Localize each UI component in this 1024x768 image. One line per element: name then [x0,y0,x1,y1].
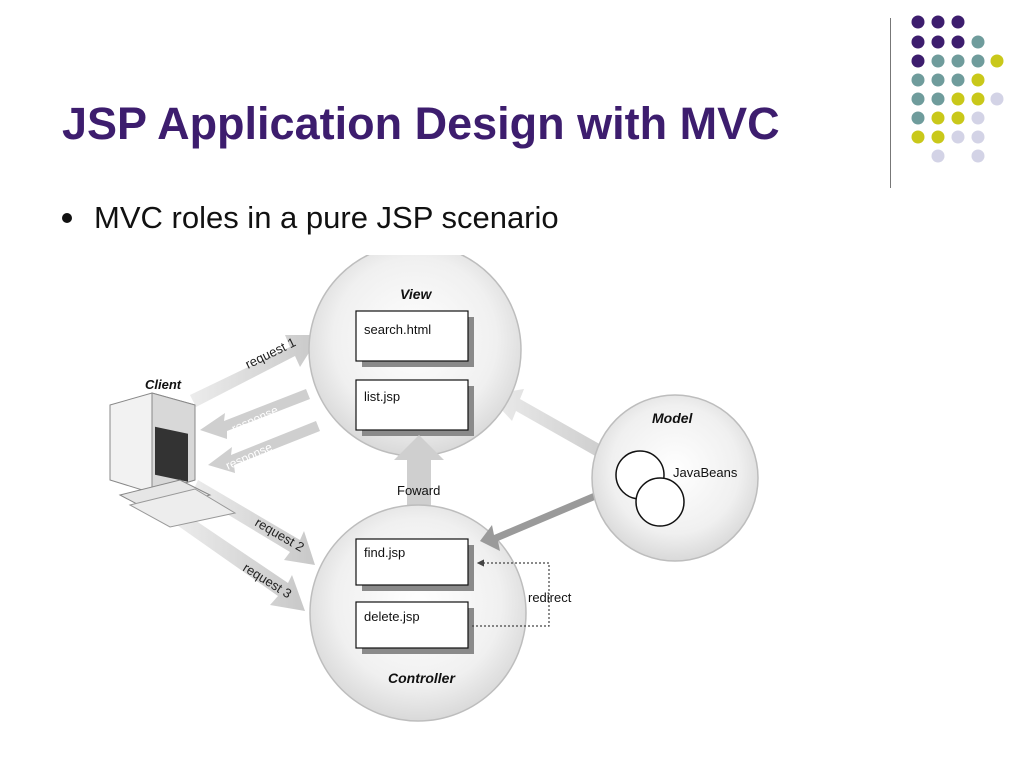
dot [971,73,985,87]
controller-box-delete-label: delete.jsp [364,609,420,624]
dot [990,54,1004,68]
dot [971,149,985,163]
view-box-list: list.jsp [355,379,474,436]
dot [931,111,945,125]
view-box-list-label: list.jsp [364,389,400,404]
request-2-arrow: request 2 [192,480,315,565]
controller-box-find-label: find.jsp [364,545,405,560]
dot [931,73,945,87]
bullet-text: MVC roles in a pure JSP scenario [94,200,559,235]
dot [911,54,925,68]
mvc-diagram: request 1 response response request 2 re… [109,255,759,722]
dot [971,92,985,106]
model-label: Model [652,410,694,426]
model-to-view-arrow [488,389,626,470]
dot [951,111,965,125]
dot [951,73,965,87]
controller-model-arrow [480,479,618,551]
dot [931,92,945,106]
dot [931,149,945,163]
dot [951,35,965,49]
response-label-2: response [224,440,275,473]
dot [911,35,925,49]
dot [931,130,945,144]
request-2-label: request 2 [253,515,307,555]
dot [971,35,985,49]
controller-label: Controller [388,670,456,686]
response-label-1: response [230,403,281,436]
client-label: Client [145,377,182,392]
dot [931,15,945,29]
model-node: Model JavaBeans [591,394,759,562]
view-label: View [400,286,432,302]
javabean-icon [635,477,685,527]
dot [971,111,985,125]
dot [971,54,985,68]
model-component-label: JavaBeans [673,465,738,480]
request-3-arrow: request 3 [174,510,305,611]
dot [911,130,925,144]
view-node: View search.html list.jsp [308,255,522,457]
redirect-label: redirect [528,590,572,605]
decorative-dot-grid [911,15,1004,163]
client-computer-icon [109,392,237,528]
dot [951,54,965,68]
forward-arrow: Foward [394,435,444,523]
bullet-item: MVC roles in a pure JSP scenario [62,200,559,236]
slide-title: JSP Application Design with MVC [62,98,780,149]
forward-label: Foward [397,483,440,498]
dot [911,15,925,29]
controller-box-find: find.jsp [355,538,474,591]
view-box-search-label: search.html [364,322,431,337]
dot [931,35,945,49]
dot [990,92,1004,106]
dot [911,73,925,87]
controller-node: Controller find.jsp delete.jsp [309,504,527,722]
redirect-arrow: redirect [472,559,572,627]
request-3-label: request 3 [240,560,294,601]
dot [911,111,925,125]
dot [951,15,965,29]
header-divider [890,18,891,188]
dot [951,130,965,144]
controller-box-delete: delete.jsp [355,601,474,654]
dot [951,92,965,106]
dot [911,92,925,106]
dot [931,54,945,68]
dot [971,130,985,144]
view-box-search: search.html [355,310,474,367]
bullet-dot-icon [62,213,72,223]
